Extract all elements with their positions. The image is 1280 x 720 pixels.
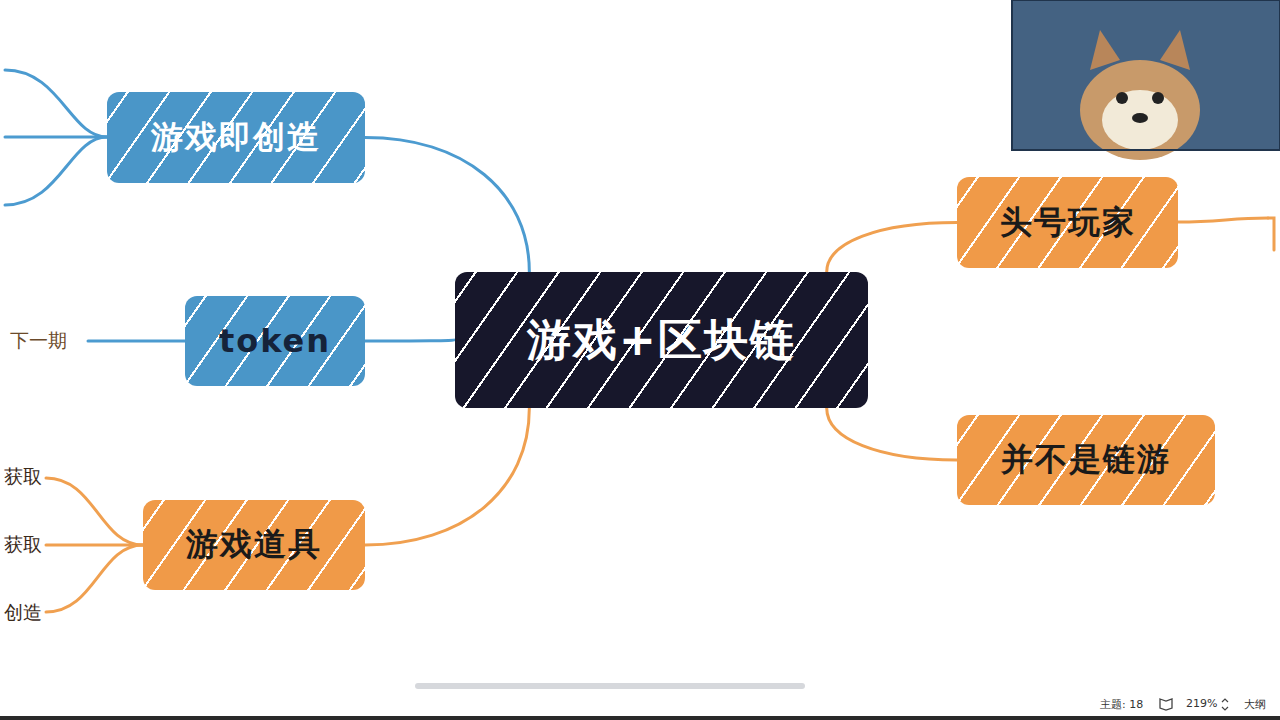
connector-line: [827, 223, 957, 273]
status-text: 大纲: [1244, 697, 1266, 712]
central-topic: 游戏+区块链: [455, 272, 868, 408]
branch-connector: [365, 138, 529, 273]
topic-text: 游戏道具: [186, 523, 322, 567]
connector-line: [365, 340, 455, 341]
topic-box: 头号玩家: [957, 177, 1178, 268]
branch-label: 创造: [4, 600, 42, 626]
status-text: 主题: 18: [1100, 697, 1143, 712]
topic-text: 游戏+区块链: [527, 311, 796, 370]
branch-connector: [365, 340, 455, 341]
video-watermark: [1012, 0, 1280, 160]
topic-text: 游戏即创造: [151, 116, 321, 160]
connector-line: [365, 138, 529, 273]
status-text: 219%: [1186, 697, 1217, 710]
topic-text: 头号玩家: [1000, 201, 1136, 245]
topic-box: 并不是链游: [957, 415, 1215, 505]
connector-line: [365, 408, 529, 545]
branch-label: 下一期: [10, 328, 67, 354]
topic-box: 游戏即创造: [107, 92, 365, 183]
branch-connector: [365, 408, 529, 545]
topic-text: token: [219, 322, 331, 360]
topic-text: 并不是链游: [1001, 438, 1171, 482]
branch-lines: [46, 218, 1274, 612]
topic-box: token: [185, 296, 365, 386]
branch-connector: [827, 408, 957, 460]
connector-line: [827, 408, 957, 460]
branch-label: 获取: [4, 532, 42, 558]
status-bar: [0, 683, 1280, 720]
topic-box: 游戏道具: [143, 500, 365, 590]
branch-label: 获取: [4, 464, 42, 490]
branch-connector: [827, 223, 957, 273]
